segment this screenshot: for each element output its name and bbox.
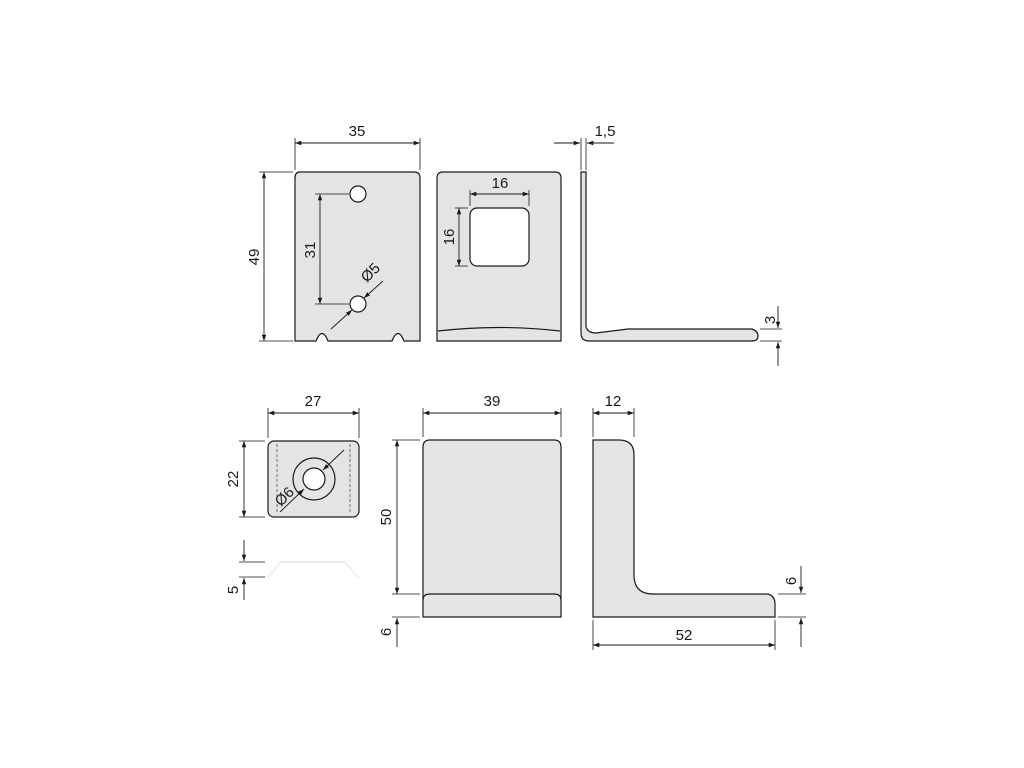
small-plate-profile [267,561,359,578]
bottom-front-foot-label: 6 [378,628,395,636]
bottom-front-height-label: 50 [378,509,395,526]
top-back-window-width-label: 16 [492,175,509,192]
top-side-l-profile [580,171,759,342]
top-front-plate [294,171,421,342]
top-side-view: 1,5 3 [554,123,782,366]
small-plate-height-label: 22 [225,471,242,488]
top-front-hole-diameter-leader [330,309,353,330]
bottom-front-view: 39 50 6 [378,393,562,647]
bottom-side-length-label: 52 [676,627,693,644]
top-side-thickness-label: 1,5 [595,123,616,140]
bottom-front-plate [422,439,562,618]
small-plate-profile-label: 5 [225,586,242,594]
small-plate-profile-view: 5 [225,540,359,600]
top-back-view: 16 16 [436,171,562,342]
top-front-hole-upper [349,185,367,203]
top-back-square-window [469,207,530,267]
small-plate-view: 27 22 Ø6 [225,393,360,518]
top-front-hole-spacing-label: 31 [302,242,319,259]
top-front-hole-lower [349,295,367,313]
bottom-side-l-profile [592,439,776,618]
small-plate-countersink [292,457,336,501]
top-front-height-label: 49 [246,249,263,266]
top-front-view: 35 49 31 Ø5 [246,123,421,342]
top-back-window-height-label: 16 [441,229,458,246]
small-plate-hole-diameter-leader [279,488,305,513]
bottom-side-foot-label: 6 [783,577,800,585]
bottom-front-width-label: 39 [484,393,501,410]
small-plate-hole [302,467,326,491]
bottom-side-view: 12 52 6 [592,393,806,650]
top-side-foot-label: 3 [762,316,779,324]
top-front-width-label: 35 [349,123,366,140]
bottom-side-width-label: 12 [605,393,622,410]
small-plate-width-label: 27 [305,393,322,410]
